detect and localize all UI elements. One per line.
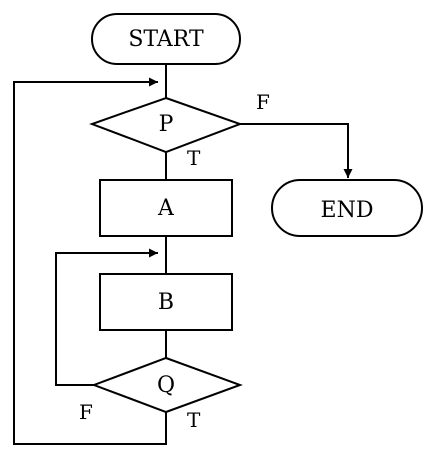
- decision-node-p: [89, 96, 243, 154]
- start-label: START: [128, 27, 204, 52]
- decision-node-q: [91, 356, 243, 414]
- edge-label-p-true: T: [187, 146, 201, 170]
- decision-p-label: P: [159, 112, 174, 137]
- decision-q-label: Q: [157, 373, 175, 398]
- end-terminal-node: [271, 179, 423, 237]
- start-terminal-node: [91, 13, 241, 65]
- edge-q-true-loop-to-p: [13, 77, 167, 445]
- process-a-label: A: [157, 196, 175, 221]
- process-node-b: [99, 273, 233, 331]
- edge-p-false-to-end: [240, 123, 353, 178]
- end-label: END: [321, 198, 374, 223]
- edge-label-q-true: T: [187, 408, 201, 432]
- edge-label-p-false: F: [256, 90, 270, 114]
- edge-q-false-loop-to-b: [55, 248, 158, 386]
- edge-label-q-false: F: [79, 400, 93, 424]
- process-node-a: [99, 179, 233, 237]
- process-b-label: B: [158, 290, 174, 315]
